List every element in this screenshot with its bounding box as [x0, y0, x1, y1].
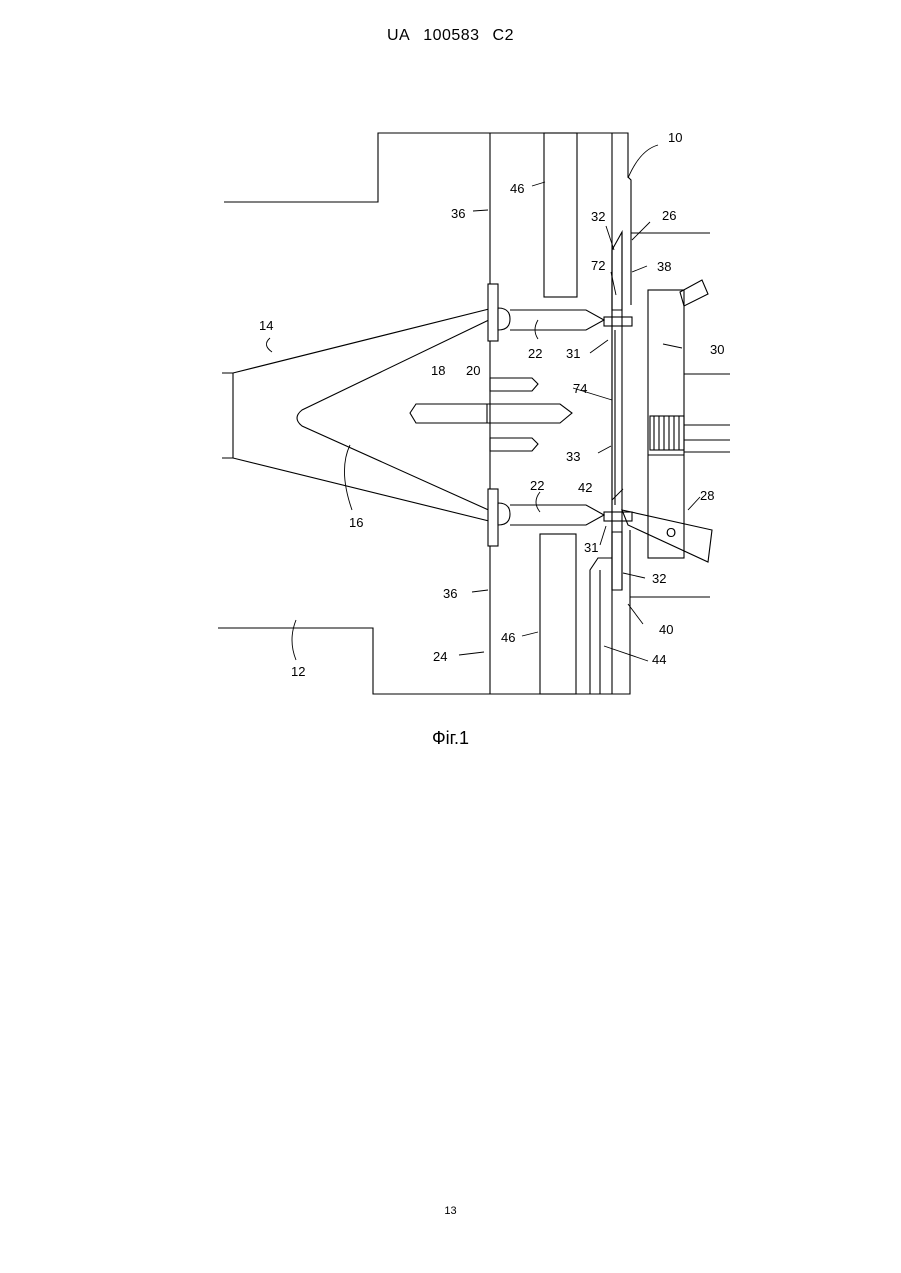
rod-top-body — [510, 310, 604, 330]
ref-16: 16 — [349, 515, 363, 530]
slot-46-bottom — [540, 534, 576, 694]
ref-12: 12 — [291, 664, 305, 679]
rod-top — [498, 308, 510, 330]
ref-32-bottom: 32 — [652, 571, 666, 586]
ref-20: 20 — [466, 363, 480, 378]
ref-36-bottom: 36 — [443, 586, 457, 601]
plate-32-top — [612, 232, 622, 310]
channel-bottom — [604, 512, 632, 521]
ref-O: O — [666, 525, 676, 540]
rod-bottom — [498, 503, 510, 525]
channel-top — [604, 317, 632, 326]
profile-44 — [590, 558, 612, 694]
ref-24: 24 — [433, 649, 447, 664]
ref-36-top: 36 — [451, 206, 465, 221]
plate-32-bottom — [612, 532, 622, 590]
pin-lower — [490, 438, 538, 451]
ref-44: 44 — [652, 652, 666, 667]
ref-32-top: 32 — [591, 209, 605, 224]
ref-46-top: 46 — [510, 181, 524, 196]
ref-28: 28 — [700, 488, 714, 503]
leader-lines — [266, 145, 700, 661]
slot-46-top — [544, 133, 577, 297]
coil-windings — [650, 416, 730, 452]
ref-74: 74 — [573, 381, 587, 396]
nozzle-cone-lower — [222, 458, 493, 522]
ref-18: 18 — [431, 363, 445, 378]
page-number: 13 — [0, 1205, 901, 1217]
flange-bottom — [488, 489, 498, 546]
ref-22-bottom: 22 — [530, 478, 544, 493]
figure-caption: Фіг.1 — [0, 728, 901, 749]
electrode-18 — [410, 404, 572, 423]
ref-14: 14 — [259, 318, 273, 333]
ref-33: 33 — [566, 449, 580, 464]
rod-bottom-body — [510, 505, 604, 525]
ref-22-top: 22 — [528, 346, 542, 361]
ref-72: 72 — [591, 258, 605, 273]
ref-40: 40 — [659, 622, 673, 637]
ref-46-bottom: 46 — [501, 630, 515, 645]
flange-top — [488, 284, 498, 341]
inner-cone — [297, 318, 493, 512]
ref-38: 38 — [657, 259, 671, 274]
ref-10: 10 — [668, 130, 682, 145]
ref-31-top: 31 — [566, 346, 580, 361]
housing-outline-bottom — [218, 628, 630, 694]
ref-26: 26 — [662, 208, 676, 223]
ref-42: 42 — [578, 480, 592, 495]
pin-upper — [490, 378, 538, 391]
housing-outline-top — [224, 133, 631, 233]
ref-30: 30 — [710, 342, 724, 357]
ref-31-bottom: 31 — [584, 540, 598, 555]
